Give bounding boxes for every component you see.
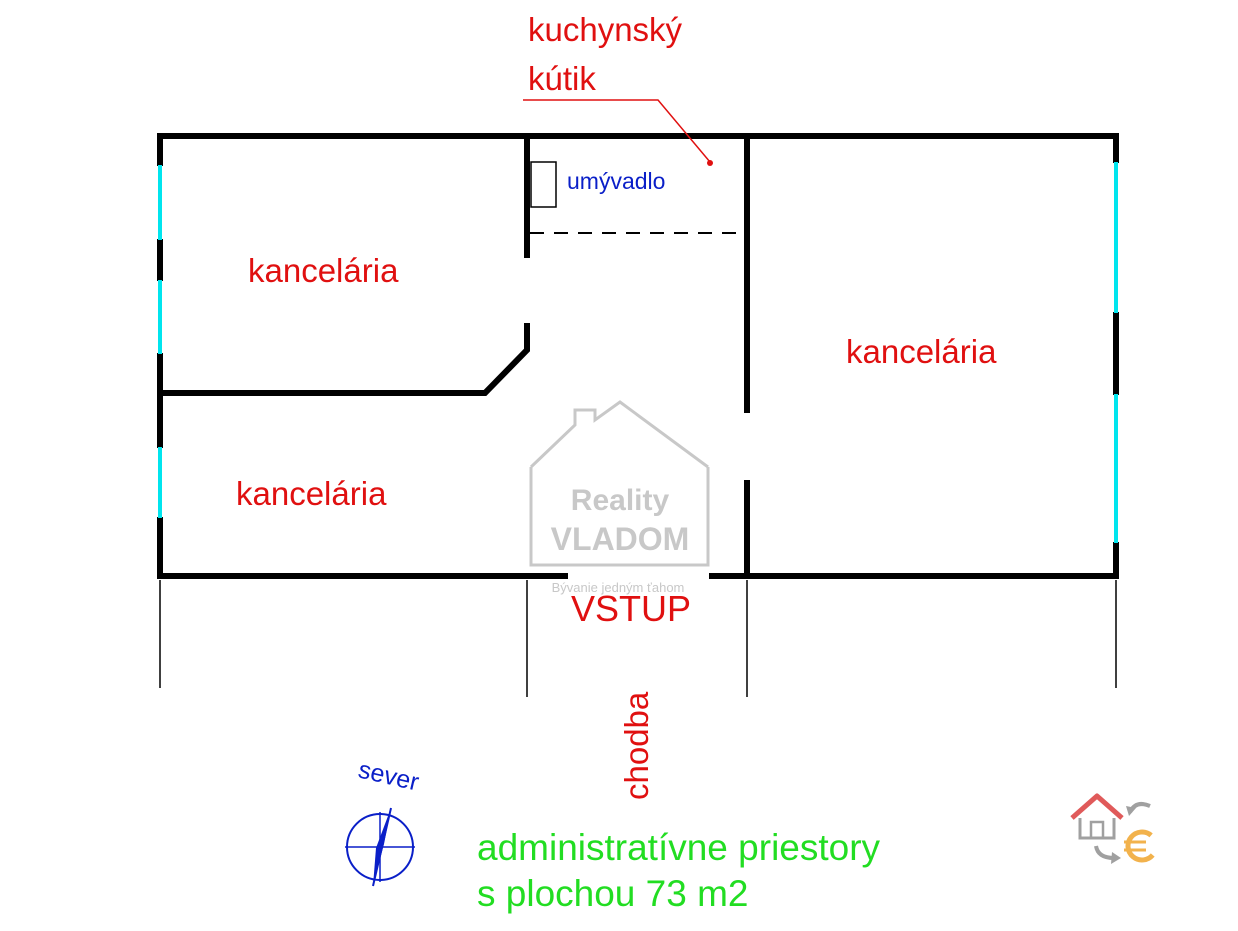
office-bottom-left-label: kancelária	[236, 475, 387, 512]
watermark-line1: Reality	[571, 484, 670, 517]
watermark: Reality VLADOM Bývanie jedným ťahom	[529, 400, 710, 595]
corridor-lines	[159, 580, 1117, 697]
entrance-label: VSTUP	[571, 588, 691, 629]
kitchen-label-line2: kútik	[528, 60, 596, 97]
windows	[158, 162, 1118, 543]
kitchen-leader-line	[523, 99, 711, 163]
watermark-tagline: Bývanie jedným ťahom	[552, 580, 685, 595]
caption-line1: administratívne priestory	[477, 827, 881, 868]
kitchen-leader-dot	[707, 160, 713, 166]
wall-inner-angled	[157, 323, 530, 396]
kitchen-label-line1: kuchynský	[528, 11, 683, 48]
sink-label: umývadlo	[567, 168, 665, 194]
house-euro-logo-icon	[1070, 793, 1159, 864]
corridor-label: chodba	[618, 691, 655, 800]
office-top-left-label: kancelária	[248, 252, 399, 289]
walls	[157, 133, 1119, 579]
office-right-label: kancelária	[846, 333, 997, 370]
north-label: sever	[356, 756, 422, 797]
watermark-line2: VLADOM	[551, 521, 690, 557]
compass-north-icon: sever	[345, 756, 422, 887]
caption-line2: s plochou 73 m2	[477, 873, 749, 914]
sink-icon	[530, 161, 557, 208]
